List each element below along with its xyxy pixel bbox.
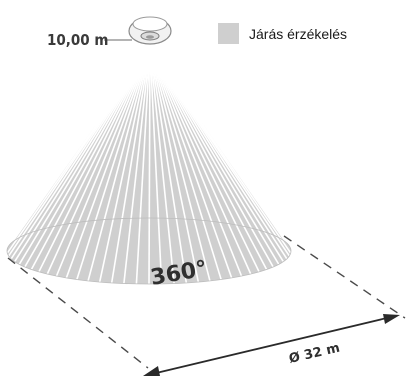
detection-cone [6,47,292,285]
cone-ray [24,47,151,268]
cone-ray [149,47,233,279]
cone-ray [149,47,175,284]
mount-height-label: 10,00 m [47,31,108,49]
cone-ray [148,47,151,285]
cone-ray [98,47,151,283]
cone-ray [149,47,188,283]
cone-ray [30,47,151,270]
legend: Járás érzékelés [218,23,347,44]
cone-ray [149,47,252,275]
detection-diameter-label: Ø 32 m [288,341,342,367]
cone-ray [149,47,243,277]
cone-ray [149,47,200,283]
cone-ray [149,47,211,281]
cone-ray [149,47,260,273]
ceiling-motion-sensor-icon [128,16,172,45]
cone-ray [38,47,151,273]
cone-ray [46,47,151,275]
cone-ray [149,47,280,265]
left-projection-line [7,257,149,369]
cone-ray [149,47,222,280]
cone-ray [76,47,151,280]
legend-swatch [218,23,239,44]
cone-ray [87,47,151,282]
cone-ray [55,47,151,277]
cone-ray [149,47,285,263]
legend-label: Járás érzékelés [249,25,348,42]
cone-ray [65,47,151,279]
cone-ray [149,47,268,270]
cone-ray [149,47,274,268]
cone-ray [18,47,151,265]
right-projection-line [283,235,406,319]
cone-ray [149,47,163,284]
cone-ray [6,47,151,254]
detection-area-outline [6,217,292,285]
diameter-arrow [143,314,400,376]
cone-ray [135,47,151,284]
cone-ray [123,47,151,284]
cone-ray [110,47,151,283]
